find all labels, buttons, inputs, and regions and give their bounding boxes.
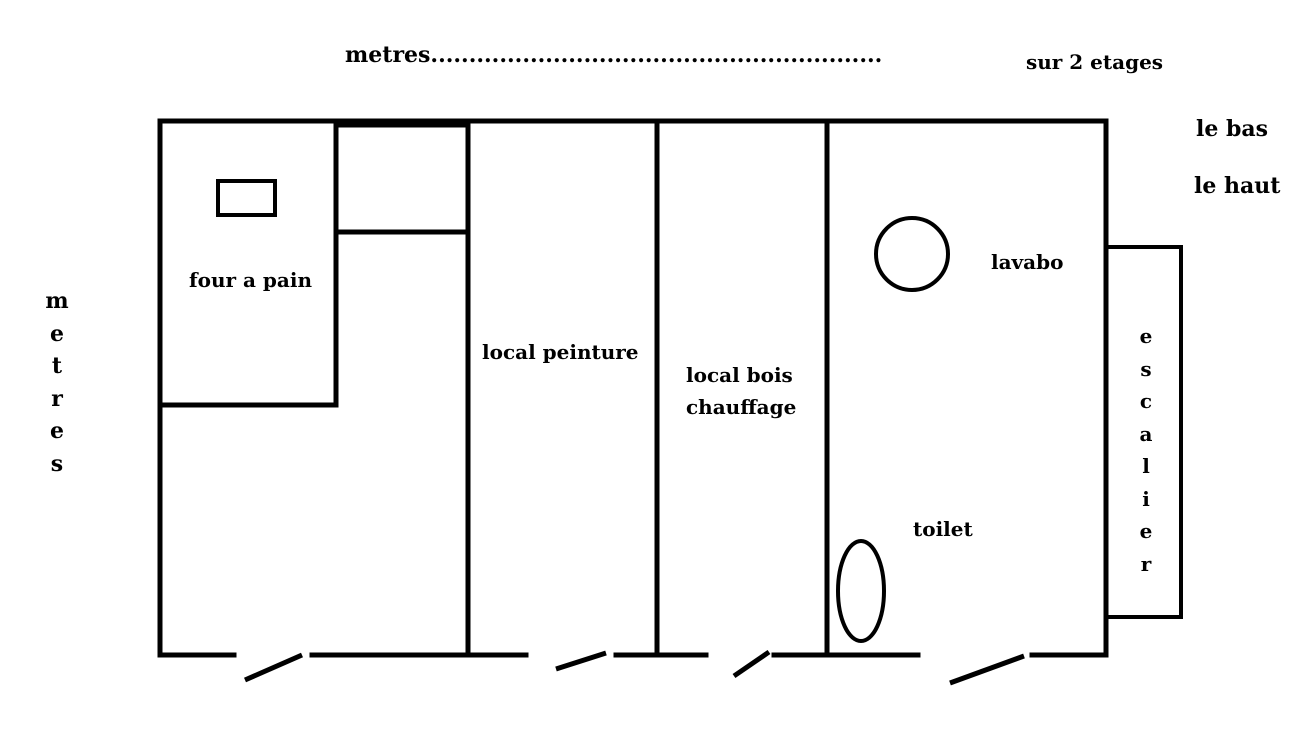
stairs-letter: l [1142, 454, 1150, 478]
bread-oven-label: four a pain [189, 268, 312, 292]
stairs-letter: r [1140, 551, 1152, 576]
sink-label: lavabo [991, 250, 1064, 274]
staircase [1104, 245, 1183, 619]
height-dimension-label: m e t r e s [42, 285, 72, 480]
width-dimension-label: metres..................................… [345, 42, 883, 68]
level-high-label: le haut [1194, 173, 1281, 199]
stairs-letter: a [1139, 421, 1153, 446]
height-letter: m [45, 288, 69, 314]
stairs-label: e s c a l i e r [1131, 320, 1161, 580]
sink-symbol [874, 216, 950, 292]
toilet-label: toilet [913, 517, 973, 541]
height-letter: r [51, 385, 63, 412]
stairs-letter: e [1139, 519, 1153, 543]
wood-room-label-line1: local bois [686, 363, 793, 387]
door [949, 653, 1025, 686]
level-low-label: le bas [1196, 116, 1269, 142]
floors-note: sur 2 etages [1026, 50, 1164, 74]
stairs-letter: c [1139, 389, 1153, 413]
height-letter: t [51, 353, 63, 379]
stairs-letter: e [1139, 324, 1153, 348]
stairs-letter: s [1140, 356, 1152, 381]
height-letter: e [50, 320, 64, 347]
paint-room-label: local peinture [482, 340, 639, 364]
oven-symbol [216, 179, 277, 217]
wood-room-label-line2: chauffage [686, 395, 797, 419]
door [243, 652, 304, 683]
height-letter: s [50, 450, 64, 477]
door [555, 650, 607, 672]
stairs-letter: i [1142, 486, 1150, 511]
door [732, 649, 771, 679]
toilet-symbol [836, 539, 886, 643]
height-letter: e [50, 418, 64, 444]
